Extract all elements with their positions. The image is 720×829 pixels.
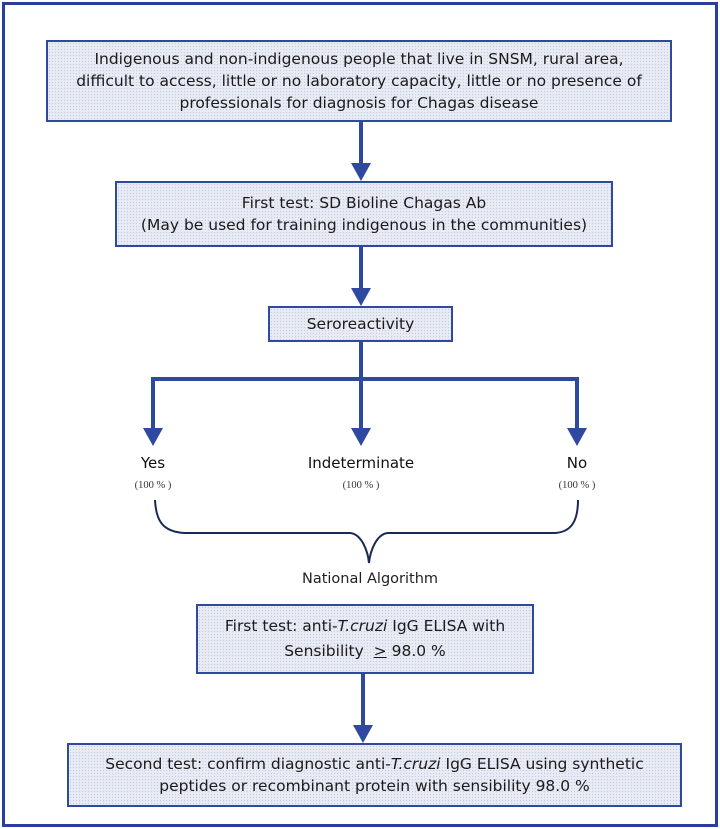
node-population: Indigenous and non-indigenous people tha… <box>46 40 672 122</box>
node-first-elisa: First test: anti-T.cruzi IgG ELISA with … <box>196 604 534 674</box>
outcome-indeterminate-percent: (100 % ) <box>342 480 380 491</box>
first-elisa-sensibility-prefix: Sensibility <box>284 642 374 660</box>
greater-equal-symbol: > <box>373 642 387 660</box>
node-first-elisa-line-1: First test: anti-T.cruzi IgG ELISA with <box>225 614 505 639</box>
node-population-line-3: professionals for diagnosis for Chagas d… <box>179 94 539 112</box>
node-population-line-1: Indigenous and non-indigenous people tha… <box>94 50 624 68</box>
node-population-line-2: difficult to access, little or no labora… <box>76 72 642 90</box>
node-second-elisa-line-2: peptides or recombinant protein with sen… <box>159 777 590 795</box>
first-elisa-sensibility-value: 98.0 % <box>386 642 446 660</box>
node-second-elisa: Second test: confirm diagnostic anti-T.c… <box>67 743 682 807</box>
national-algorithm-label: National Algorithm <box>301 571 439 587</box>
outcome-no-percent: (100 % ) <box>558 480 596 491</box>
second-elisa-suffix: IgG ELISA using synthetic <box>440 755 644 773</box>
first-elisa-organism: T.cruzi <box>337 617 388 635</box>
second-elisa-organism: T.cruzi <box>390 755 441 773</box>
node-rapid-test: First test: SD Bioline Chagas Ab (May be… <box>115 181 613 247</box>
second-elisa-prefix: Second test: confirm diagnostic anti- <box>105 755 391 773</box>
first-elisa-suffix: IgG ELISA with <box>387 617 506 635</box>
node-seroreactivity: Seroreactivity <box>268 306 453 342</box>
outcome-no-label: No <box>566 454 588 472</box>
outcome-yes-percent: (100 % ) <box>134 480 172 491</box>
node-rapid-test-line-1: First test: SD Bioline Chagas Ab <box>241 194 487 212</box>
node-second-elisa-line-1: Second test: confirm diagnostic anti-T.c… <box>105 753 643 775</box>
node-first-elisa-line-2: Sensibility > 98.0 % <box>284 639 446 664</box>
outcome-yes-label: Yes <box>140 454 166 472</box>
first-elisa-prefix: First test: anti- <box>224 617 338 635</box>
node-rapid-test-line-2: (May be used for training indigenous in … <box>140 216 588 234</box>
outcome-indeterminate-label: Indeterminate <box>307 454 415 472</box>
node-seroreactivity-label: Seroreactivity <box>306 315 415 333</box>
